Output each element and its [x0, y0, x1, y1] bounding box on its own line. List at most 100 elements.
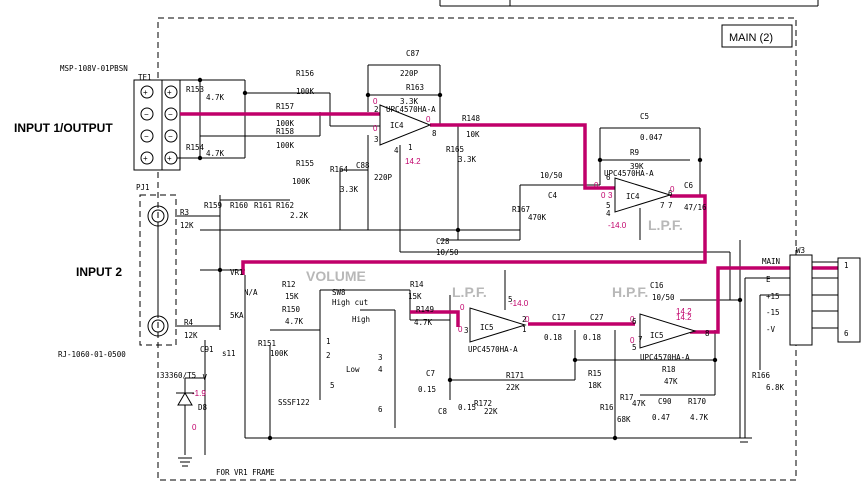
te1-terminal-block: + − − + + − − +	[133, 79, 181, 171]
switch-low: Low	[346, 365, 360, 374]
r15-value: 18K	[588, 381, 602, 390]
r14-value: 15K	[408, 292, 422, 301]
c7-label: C7	[426, 369, 435, 378]
r164-label: R164	[330, 165, 349, 174]
r156-value: 100K	[296, 87, 315, 96]
r157-label: R157	[276, 102, 294, 111]
r9-value: 39K	[630, 162, 644, 171]
voltage-d8: -1.9	[192, 389, 206, 398]
hpf-label: H.P.F.	[612, 284, 648, 300]
c5-value: 0.047	[640, 133, 663, 142]
c4-label: C4	[548, 191, 558, 200]
svg-text:7: 7	[638, 335, 643, 344]
voltage-ic4a-pin2: 0	[373, 97, 378, 106]
r12-value: 15K	[285, 292, 299, 301]
component-labels: R153 4.7K R154 4.7K R156 100K R157 100K …	[160, 49, 805, 424]
lpf1-label: L.P.F.	[452, 284, 487, 300]
r149-label: R149	[416, 305, 434, 314]
r159-162-value: 2.2K	[290, 211, 309, 220]
voltage-ic5a-v-: -14.0	[510, 299, 529, 308]
c6-label: C6	[684, 181, 694, 190]
te1-label: TE1	[138, 73, 152, 82]
ic5b-label: IC5	[650, 331, 664, 340]
r167-label: R167	[512, 205, 530, 214]
voltage-ic4a-pin3: 0	[373, 124, 378, 133]
c16-label: C16	[650, 281, 664, 290]
svg-text:+: +	[167, 154, 172, 163]
svg-text:2: 2	[374, 105, 379, 114]
r153-value: 4.7K	[206, 93, 225, 102]
vr1-value: 5KA	[230, 311, 244, 320]
r151-label: R151	[258, 339, 276, 348]
pj1-label: PJ1	[136, 183, 150, 192]
opamp-ic5b	[639, 313, 697, 349]
r163-label: R163	[406, 83, 424, 92]
voltage-ic5b-v+: 14.2	[676, 313, 692, 322]
pin-labels: 2 3 8 1 4 6 5 7 4 6 5 7 8 2 3 1 5 6 7 1 …	[326, 105, 849, 414]
frame-title: MAIN (2)	[729, 32, 773, 44]
svg-text:3: 3	[378, 353, 383, 362]
voltage-ground: 0	[192, 423, 197, 432]
c91-label: C91	[200, 345, 214, 354]
r15-label: R15	[588, 369, 602, 378]
ic5a-part: UPC4570HA-A	[468, 345, 518, 354]
opamp-ic4a	[379, 104, 432, 146]
svg-text:+: +	[167, 88, 172, 97]
w3-connector	[789, 254, 861, 346]
r163-value: 3.3K	[400, 97, 419, 106]
r158-value: 100K	[276, 141, 295, 150]
c16-value: 10/50	[652, 293, 675, 302]
r3-label: R3	[180, 208, 189, 217]
r14-label: R14	[410, 280, 424, 289]
r157-value: 100K	[276, 119, 295, 128]
c7-value: 0.15	[418, 385, 436, 394]
board-frame	[157, 17, 797, 481]
c91-value: s11	[222, 349, 236, 358]
ic4a-label: IC4	[390, 121, 404, 130]
pj1-jacks	[139, 194, 177, 346]
wiring	[175, 64, 790, 455]
te1-part: MSP-108V-01PBSN	[60, 64, 128, 73]
r165-value: 3.3K	[458, 155, 477, 164]
sw8-function: High cut	[332, 298, 368, 307]
c87-label: C87	[406, 49, 420, 58]
frame-footer: FOR VR1 FRAME	[216, 468, 275, 477]
c88-value: 220P	[374, 173, 393, 182]
c88-label: C88	[356, 161, 370, 170]
svg-text:−: −	[168, 132, 173, 141]
r161-label: R161	[254, 201, 272, 210]
svg-text:8: 8	[705, 329, 710, 338]
voltage-ic5b-pin7: 0	[630, 336, 635, 345]
r159-label: R159	[204, 201, 222, 210]
c28-label: C28	[436, 237, 450, 246]
r148-label: R148	[462, 114, 481, 123]
svg-text:4: 4	[378, 365, 383, 374]
ground-symbol	[178, 437, 752, 467]
c5-label: C5	[640, 112, 649, 121]
ic4b-part: UPC4570HA-A	[604, 169, 654, 178]
r156-label: R156	[296, 69, 315, 78]
svg-text:5: 5	[330, 381, 335, 390]
w3-minus-v: -V	[766, 325, 776, 334]
voltage-ic4a-out: 0	[426, 115, 431, 124]
vr1-ab: N/A	[244, 288, 258, 297]
r170-label: R170	[688, 397, 707, 406]
c90-value: 0.47	[652, 413, 670, 422]
r165-label: R165	[446, 145, 464, 154]
voltage-ic4b-pin5: 0	[601, 191, 606, 200]
volume-label: VOLUME	[306, 268, 366, 284]
voltage-ic4a-v+: 14.2	[405, 157, 421, 166]
svg-text:2: 2	[522, 315, 527, 324]
r4-label: R4	[184, 318, 194, 327]
opamp-ic5a	[469, 307, 527, 343]
signal-path	[180, 112, 850, 334]
svg-text:6: 6	[606, 173, 611, 182]
voltage-ic4b-in: 0	[594, 181, 599, 190]
sw8-label: SW8	[332, 288, 346, 297]
neg-v-label: -V	[198, 373, 208, 382]
frame-title-box	[721, 24, 793, 48]
r154-value: 4.7K	[206, 149, 225, 158]
switch-part: SSSF122	[278, 398, 310, 407]
svg-text:−: −	[168, 110, 173, 119]
